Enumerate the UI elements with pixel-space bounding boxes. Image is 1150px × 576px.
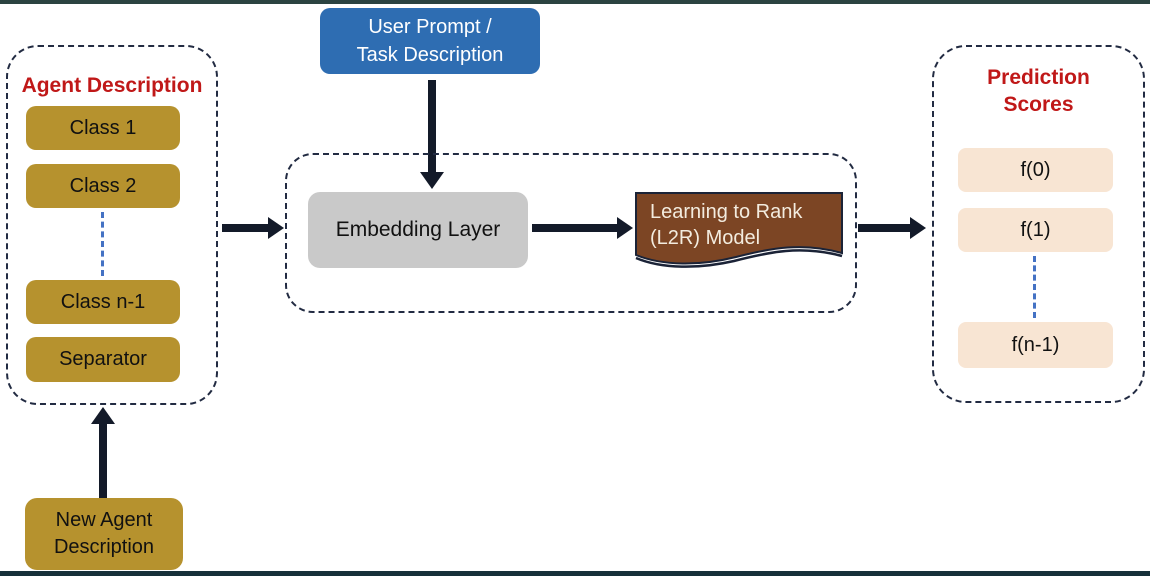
l2r-model-label: Learning to Rank (L2R) Model [650, 199, 840, 251]
model-pipeline-panel [285, 153, 857, 313]
bottom-edge-bar [0, 571, 1150, 576]
new-agent-arrow-shaft [99, 424, 107, 498]
l2r-to-scores-arrow-right-icon [910, 217, 926, 239]
class-n-1-label: Class n-1 [60, 290, 146, 313]
separator-box: Separator [26, 337, 180, 382]
prediction-scores-panel [932, 45, 1145, 403]
class-1-label: Class 1 [69, 116, 137, 139]
embedding-layer-box: Embedding Layer [308, 192, 528, 268]
new-agent-arrow-up-icon [91, 407, 115, 424]
agent-panel-title: Agent Description [21, 74, 203, 97]
top-edge-bar [0, 0, 1150, 4]
prediction-panel-title: Prediction Scores [932, 64, 1145, 118]
embedding-to-l2r-arrow-shaft [532, 224, 617, 232]
user-prompt-arrow-shaft [428, 80, 436, 172]
score-f0-box: f(0) [958, 148, 1113, 192]
user-prompt-line2: Task Description [356, 44, 504, 66]
score-f1-box: f(1) [958, 208, 1113, 252]
agent-to-embedding-arrow-right-icon [268, 217, 284, 239]
new-agent-description-box: New Agent Description [25, 498, 183, 570]
class-1-box: Class 1 [26, 106, 180, 150]
user-prompt-line1: User Prompt / [368, 16, 492, 38]
embedding-layer-label: Embedding Layer [335, 218, 501, 241]
score-f0-label: f(0) [1020, 158, 1051, 181]
prediction-title-line2: Scores [1003, 93, 1074, 116]
scores-ellipsis-dashed-connector [1033, 256, 1036, 318]
class-2-box: Class 2 [26, 164, 180, 208]
user-prompt-box: User Prompt / Task Description [320, 8, 540, 74]
score-f1-label: f(1) [1020, 218, 1051, 241]
agent-ellipsis-dashed-connector [101, 212, 104, 276]
agent-description-panel [6, 45, 218, 405]
class-n-1-box: Class n-1 [26, 280, 180, 324]
score-fn-1-box: f(n-1) [958, 322, 1113, 368]
new-agent-description-label: New Agent Description [53, 509, 155, 558]
l2r-to-scores-arrow-shaft [858, 224, 910, 232]
separator-label: Separator [59, 348, 147, 370]
embedding-to-l2r-arrow-right-icon [617, 217, 633, 239]
user-prompt-arrow-down-icon [420, 172, 444, 189]
prediction-title-line1: Prediction [987, 66, 1090, 89]
l2r-label-line1: Learning to Rank [650, 201, 803, 223]
l2r-document-shape [635, 192, 843, 268]
l2r-label-line2: (L2R) Model [650, 227, 761, 249]
score-fn-1-label: f(n-1) [1011, 333, 1060, 356]
agent-to-embedding-arrow-shaft [222, 224, 268, 232]
class-2-label: Class 2 [69, 174, 137, 197]
